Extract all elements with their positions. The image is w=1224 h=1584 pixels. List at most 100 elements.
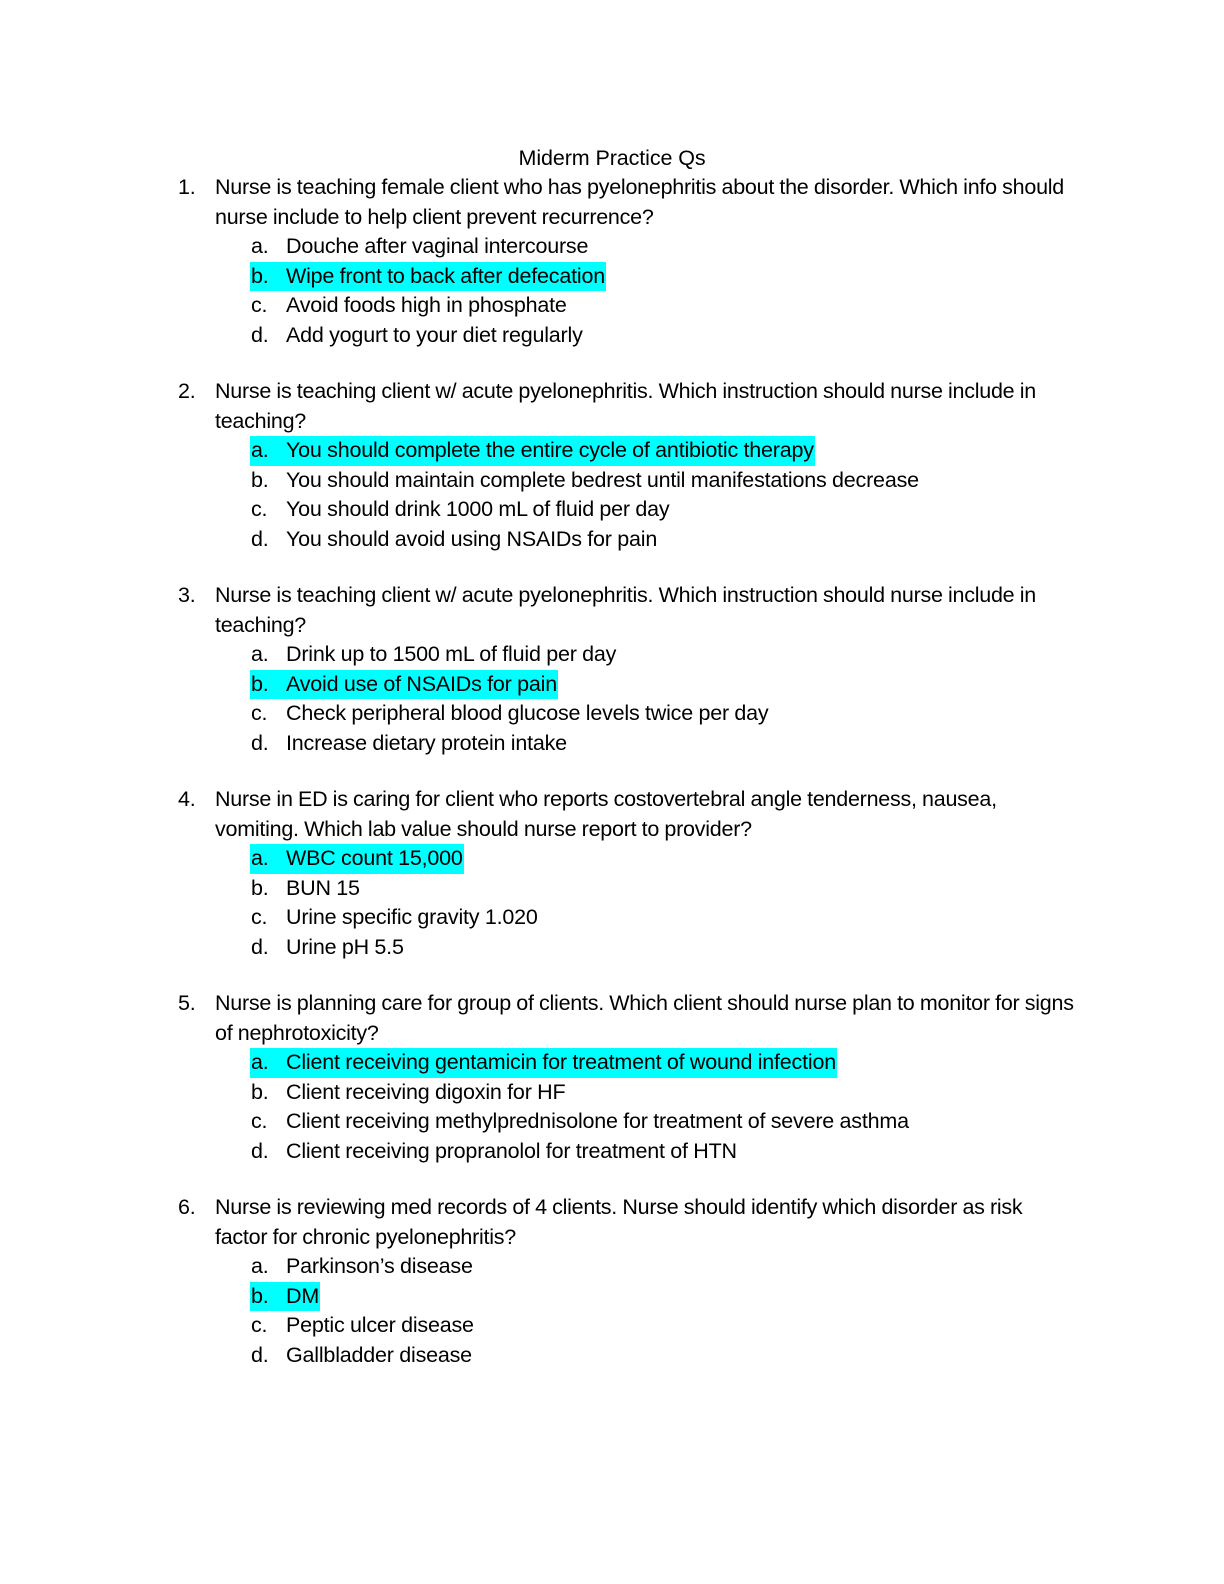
answer-option[interactable]: c.Check peripheral blood glucose levels …	[250, 699, 1078, 729]
option-text: You should complete the entire cycle of …	[286, 438, 814, 462]
question-text: Nurse is planning care for group of clie…	[215, 991, 1074, 1045]
option-letter: d.	[251, 1138, 269, 1163]
answer-option-plain[interactable]: a.Drink up to 1500 mL of fluid per day	[250, 640, 617, 670]
question-block: 2.Nurse is teaching client w/ acute pyel…	[178, 377, 1078, 554]
answer-option-highlighted[interactable]: a. WBC count 15,000	[250, 844, 464, 874]
question-block: 6. Nurse is reviewing med records of 4 cl…	[178, 1193, 1078, 1370]
question-text: Nurse is teaching client w/ acute pyelon…	[215, 583, 1036, 637]
answer-option-highlighted[interactable]: b.DM	[250, 1281, 321, 1311]
answer-option[interactable]: b.BUN 15	[250, 874, 1078, 904]
option-letter: a.	[251, 642, 269, 666]
answer-option[interactable]: d.Gallbladder disease	[250, 1341, 1078, 1371]
option-letter: c.	[251, 701, 268, 725]
answer-option-highlighted[interactable]: a. Client receiving gentamicin for treatm…	[250, 1048, 837, 1078]
option-text: Douche after vaginal intercourse	[286, 234, 589, 258]
answer-option-plain[interactable]: b.BUN 15	[250, 874, 361, 904]
answer-option[interactable]: a. Douche after vaginal intercourse	[250, 232, 1078, 262]
answer-option-plain[interactable]: b.Client receiving digoxin for HF	[250, 1078, 566, 1108]
option-text: You should drink 1000 mL of fluid per da…	[286, 497, 670, 521]
answer-option-plain[interactable]: b.You should maintain complete bedrest u…	[250, 466, 920, 496]
question-text: Nurse is reviewing med records of 4 clie…	[215, 1195, 1023, 1249]
answer-option[interactable]: d.Client receiving propranolol for treat…	[250, 1137, 1078, 1167]
option-letter: d.	[251, 1342, 269, 1367]
option-text: Wipe front to back after defecation	[286, 263, 605, 288]
answer-option-plain[interactable]: a.Parkinson’s disease	[250, 1252, 474, 1282]
answer-option[interactable]: c.Avoid foods high in phosphate	[250, 291, 1078, 321]
answer-option-plain[interactable]: c.Avoid foods high in phosphate	[250, 291, 568, 321]
question-number: 3.	[178, 583, 196, 607]
option-letter: a.	[251, 234, 269, 258]
option-letter: d.	[251, 730, 269, 755]
answer-option-plain[interactable]: d. Add yogurt to your diet regularly	[250, 321, 584, 351]
answer-options: a. Douche after vaginal intercourse b.Wipe…	[178, 232, 1078, 350]
question-row: 6. Nurse is reviewing med records of 4 cl…	[178, 1193, 1078, 1252]
option-text: Add yogurt to your diet regularly	[286, 322, 583, 347]
question-row: 5.Nurse is planning care for group of cl…	[178, 989, 1078, 1048]
option-text: Urine pH 5.5	[286, 934, 404, 959]
option-letter: a.	[251, 438, 269, 462]
option-text: Avoid use of NSAIDs for pain	[286, 671, 557, 696]
answer-option-plain[interactable]: d.Client receiving propranolol for treat…	[250, 1137, 738, 1167]
option-letter: d.	[251, 322, 269, 347]
question-block: 3. Nurse is teaching client w/ acute pyel…	[178, 581, 1078, 758]
answer-option[interactable]: b.DM	[250, 1281, 1078, 1311]
question-row: 2.Nurse is teaching client w/ acute pyel…	[178, 377, 1078, 436]
answer-option-plain[interactable]: c.Check peripheral blood glucose levels …	[250, 699, 769, 729]
answer-option[interactable]: a. WBC count 15,000	[250, 844, 1078, 874]
answer-option[interactable]: a. Client receiving gentamicin for treatm…	[250, 1048, 1078, 1078]
option-letter: a.	[251, 846, 269, 870]
answer-option[interactable]: b.You should maintain complete bedrest u…	[250, 466, 1078, 496]
answer-option[interactable]: a. You should complete the entire cycle o…	[250, 436, 1078, 466]
option-letter: a.	[251, 1050, 269, 1074]
option-text: Client receiving methylprednisolone for …	[286, 1109, 909, 1133]
answer-option[interactable]: d.Urine pH 5.5	[250, 933, 1078, 963]
answer-option-plain[interactable]: d.You should avoid using NSAIDs for pain	[250, 525, 658, 555]
question-number: 4.	[178, 787, 196, 811]
option-text: Urine specific gravity 1.020	[286, 905, 538, 929]
question-row: 4. Nurse in ED is caring for client who r…	[178, 785, 1078, 844]
answer-option[interactable]: a.Drink up to 1500 mL of fluid per day	[250, 640, 1078, 670]
question-block: 5.Nurse is planning care for group of cl…	[178, 989, 1078, 1166]
answer-option[interactable]: c.You should drink 1000 mL of fluid per …	[250, 495, 1078, 525]
question-number: 1.	[178, 175, 196, 199]
answer-option-highlighted[interactable]: b.Avoid use of NSAIDs for pain	[250, 669, 558, 699]
option-text: Increase dietary protein intake	[286, 730, 567, 755]
answer-option-highlighted[interactable]: a. You should complete the entire cycle o…	[250, 436, 815, 466]
answer-option[interactable]: c.Client receiving methylprednisolone fo…	[250, 1107, 1078, 1137]
answer-option[interactable]: d. Increase dietary protein intake	[250, 729, 1078, 759]
answer-option[interactable]: b.Wipe front to back after defecation	[250, 261, 1078, 291]
question-text: Nurse in ED is caring for client who rep…	[215, 787, 997, 841]
option-text: You should maintain complete bedrest unt…	[286, 467, 919, 492]
option-text: DM	[286, 1283, 320, 1308]
option-text: Parkinson’s disease	[286, 1254, 473, 1278]
answer-option-plain[interactable]: c.Urine specific gravity 1.020	[250, 903, 539, 933]
answer-option-plain[interactable]: c.Client receiving methylprednisolone fo…	[250, 1107, 910, 1137]
option-text: WBC count 15,000	[286, 846, 463, 870]
answer-option[interactable]: d.You should avoid using NSAIDs for pain	[250, 525, 1078, 555]
answer-options: a. Client receiving gentamicin for treatm…	[178, 1048, 1078, 1166]
question-number: 6.	[178, 1195, 196, 1219]
answer-option-plain[interactable]: d.Gallbladder disease	[250, 1341, 473, 1371]
answer-option-highlighted[interactable]: b.Wipe front to back after defecation	[250, 261, 606, 291]
option-letter: c.	[251, 1313, 268, 1337]
answer-option[interactable]: c.Urine specific gravity 1.020	[250, 903, 1078, 933]
answer-option-plain[interactable]: d. Increase dietary protein intake	[250, 729, 568, 759]
answer-option[interactable]: a.Parkinson’s disease	[250, 1252, 1078, 1282]
question-block: 4. Nurse in ED is caring for client who r…	[178, 785, 1078, 962]
option-text: Client receiving gentamicin for treatmen…	[286, 1050, 836, 1074]
answer-option[interactable]: b.Client receiving digoxin for HF	[250, 1078, 1078, 1108]
answer-option[interactable]: b.Avoid use of NSAIDs for pain	[250, 669, 1078, 699]
option-letter: d.	[251, 526, 269, 551]
answer-option-plain[interactable]: d.Urine pH 5.5	[250, 933, 405, 963]
answer-option-plain[interactable]: c.Peptic ulcer disease	[250, 1311, 475, 1341]
answer-option[interactable]: d. Add yogurt to your diet regularly	[250, 321, 1078, 351]
question-number: 2.	[178, 379, 196, 403]
answer-option-plain[interactable]: c.You should drink 1000 mL of fluid per …	[250, 495, 670, 525]
answer-option-plain[interactable]: a. Douche after vaginal intercourse	[250, 232, 589, 262]
answer-option[interactable]: c.Peptic ulcer disease	[250, 1311, 1078, 1341]
question-block: 1.Nurse is teaching female client who ha…	[178, 173, 1078, 350]
option-letter: b.	[251, 875, 269, 900]
